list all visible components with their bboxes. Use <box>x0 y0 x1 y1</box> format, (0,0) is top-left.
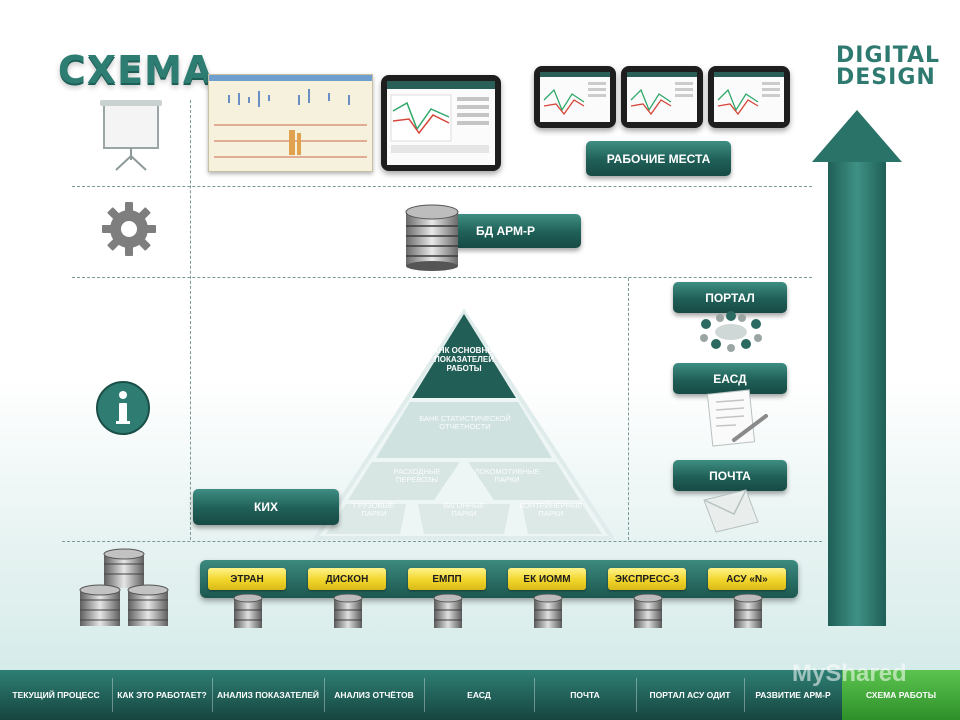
system-diskon-label: ДИСКОН <box>325 573 369 585</box>
mail-label: ПОЧТА <box>709 468 751 483</box>
database-stack-icon <box>79 548 169 626</box>
system-empp-button[interactable]: ЕМПП <box>408 568 486 590</box>
page-title: СХЕМА <box>58 48 214 92</box>
nav-portal-asu[interactable]: ПОРТАЛ АСУ ОДИТ <box>636 670 744 720</box>
workplace-screen-1 <box>534 66 616 128</box>
systems-strip <box>200 560 798 598</box>
kix-label: КИХ <box>254 500 278 514</box>
portal-label: ПОРТАЛ <box>705 290 755 305</box>
system-empp-label: ЕМПП <box>432 573 462 585</box>
info-icon <box>96 381 150 435</box>
workplaces-label: РАБОЧИЕ МЕСТА <box>606 151 711 166</box>
divider-row-3 <box>62 541 822 542</box>
db-armr-label: БД АРМ-Р <box>476 224 536 238</box>
db-armr-button[interactable]: БД АРМ-Р <box>446 214 581 248</box>
system-ekiomm-label: ЕК ИОММ <box>523 573 571 585</box>
nav-how-it-works[interactable]: КАК ЭТО РАБОТАЕТ? <box>112 670 212 720</box>
nav-armr-development-label: РАЗВИТИЕ АРМ-Р <box>755 690 831 700</box>
nav-portal-asu-label: ПОРТАЛ АСУ ОДИТ <box>649 690 731 700</box>
tablet-screen <box>381 75 501 171</box>
nav-easd[interactable]: ЕАСД <box>424 670 534 720</box>
brand-logo: DIGITAL DESIGN <box>836 45 940 89</box>
people-network-icon <box>700 311 762 352</box>
system-asun-button[interactable]: АСУ «N» <box>708 568 786 590</box>
dashboard-screenshot <box>208 74 373 172</box>
system-ekiomm-button[interactable]: ЕК ИОММ <box>508 568 586 590</box>
logo-line-2: DESIGN <box>836 65 936 90</box>
nav-reports-analysis[interactable]: АНАЛИЗ ОТЧЁТОВ <box>324 670 424 720</box>
pyramid-diagram <box>314 308 614 540</box>
envelope-icon <box>703 489 759 533</box>
system-etran-button[interactable]: ЭТРАН <box>208 568 286 590</box>
pyramid-row2-left: РАСХОДНЫЕ ПЕРЕВОЗЫ <box>393 467 441 484</box>
nav-current-process-label: ТЕКУЩИЙ ПРОЦЕСС <box>12 690 100 700</box>
kix-button[interactable]: КИХ <box>193 489 339 525</box>
system-express3-label: ЭКСПРЕСС-3 <box>614 573 680 585</box>
nav-mail-label: ПОЧТА <box>570 690 600 700</box>
nav-easd-label: ЕАСД <box>467 690 491 700</box>
easd-label: ЕАСД <box>713 371 747 386</box>
database-icon <box>405 204 459 271</box>
upward-arrow-head <box>812 110 902 162</box>
gear-icon <box>102 202 156 256</box>
document-pen-icon <box>706 389 768 447</box>
divider-row-2 <box>72 277 812 278</box>
system-etran-label: ЭТРАН <box>230 573 264 585</box>
nav-mail[interactable]: ПОЧТА <box>534 670 636 720</box>
nav-indicators-analysis[interactable]: АНАЛИЗ ПОКАЗАТЕЛЕЙ <box>212 670 324 720</box>
pyramid-row3-left: ГРУЗОВЫЕ ПАРКИ <box>353 501 395 518</box>
nav-work-scheme[interactable]: СХЕМА РАБОТЫ <box>842 670 960 720</box>
nav-current-process[interactable]: ТЕКУЩИЙ ПРОЦЕСС <box>0 670 112 720</box>
divider-row-1 <box>72 186 812 187</box>
bottom-navigation: ТЕКУЩИЙ ПРОЦЕСС КАК ЭТО РАБОТАЕТ? АНАЛИЗ… <box>0 670 960 720</box>
logo-line-1: DIGITAL <box>836 43 941 68</box>
system-databases-row <box>233 594 763 628</box>
divider-vertical-left <box>190 100 191 540</box>
workplace-screen-2 <box>621 66 703 128</box>
pyramid-top-label: БАНК ОСНОВНЫХ ПОКАЗАТЕЛЕЙ РАБОТЫ <box>427 346 501 373</box>
pyramid-row2-right: ЛОКОМОТИВНЫЕ ПАРКИ <box>474 467 540 484</box>
nav-armr-development[interactable]: РАЗВИТИЕ АРМ-Р <box>744 670 842 720</box>
system-diskon-button[interactable]: ДИСКОН <box>308 568 386 590</box>
portal-button[interactable]: ПОРТАЛ <box>673 282 787 313</box>
pyramid-row3-middle: ВАГОННЫЕ ПАРКИ <box>443 501 485 518</box>
watermark-text: MyShared <box>792 660 907 687</box>
system-express3-button[interactable]: ЭКСПРЕСС-3 <box>608 568 686 590</box>
divider-vertical-right <box>628 278 629 540</box>
workplaces-button[interactable]: РАБОЧИЕ МЕСТА <box>586 141 731 176</box>
nav-work-scheme-label: СХЕМА РАБОТЫ <box>865 690 937 700</box>
presentation-board-icon <box>100 100 162 171</box>
easd-button[interactable]: ЕАСД <box>673 363 787 394</box>
pyramid-row3-right: КОНТЕЙНЕРНЫЕ ПАРКИ <box>519 501 583 518</box>
nav-how-it-works-label: КАК ЭТО РАБОТАЕТ? <box>117 690 207 700</box>
nav-reports-analysis-label: АНАЛИЗ ОТЧЁТОВ <box>334 690 414 700</box>
pyramid-middle-label: БАНК СТАТИСТИЧЕСКОЙ ОТЧЕТНОСТИ <box>419 414 511 431</box>
nav-indicators-analysis-label: АНАЛИЗ ПОКАЗАТЕЛЕЙ <box>217 690 319 700</box>
upward-arrow-shaft <box>828 160 886 626</box>
workplace-screen-3 <box>708 66 790 128</box>
system-asun-label: АСУ «N» <box>726 573 768 585</box>
mail-button[interactable]: ПОЧТА <box>673 460 787 491</box>
